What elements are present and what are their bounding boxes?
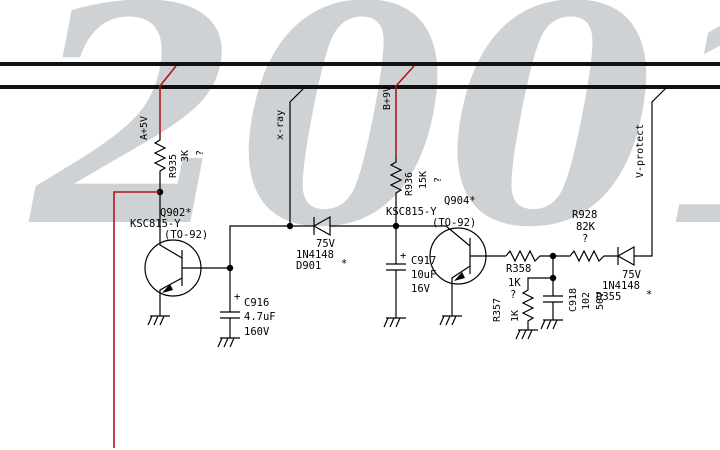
svg-text:+: + xyxy=(234,291,240,303)
svg-text:+: + xyxy=(400,250,406,262)
r935-labels: R935 3K ? xyxy=(168,150,206,178)
diode-d901 xyxy=(290,215,396,237)
svg-text:(TO-92): (TO-92) xyxy=(164,229,208,241)
net-label-vprotect: V-protect xyxy=(635,124,646,178)
svg-text:R357: R357 xyxy=(492,298,503,322)
svg-text:D901: D901 xyxy=(296,260,321,272)
svg-text:75V: 75V xyxy=(316,238,336,250)
svg-text:D355: D355 xyxy=(596,291,621,303)
svg-text:?: ? xyxy=(195,150,206,156)
svg-text:10uF: 10uF xyxy=(411,269,436,281)
transistor-q902 xyxy=(144,192,230,326)
r936-labels: R936 15K ? xyxy=(404,171,444,196)
svg-text:*: * xyxy=(646,289,652,301)
r357-labels: R357 1K xyxy=(492,298,521,322)
diode-d355 xyxy=(616,87,667,267)
svg-text:?: ? xyxy=(582,233,588,245)
svg-text:4.7uF: 4.7uF xyxy=(244,311,276,323)
svg-text:*: * xyxy=(341,258,347,270)
svg-text:1N4148: 1N4148 xyxy=(602,280,640,292)
capacitor-c918 xyxy=(540,278,563,330)
svg-text:1K: 1K xyxy=(510,310,521,322)
svg-text:75V: 75V xyxy=(622,269,642,281)
q902-labels: Q902* KSC815-Y (TO-92) xyxy=(130,207,208,241)
xray-net: x-ray xyxy=(275,87,305,226)
c916-labels: C916 4.7uF 160V xyxy=(244,297,276,338)
net-label-a5v: A+5V xyxy=(139,116,150,140)
a5v-net: A+5V xyxy=(139,65,177,192)
capacitor-c917: + xyxy=(383,226,406,328)
svg-text:R928: R928 xyxy=(572,209,597,221)
svg-text:82K: 82K xyxy=(576,221,596,233)
svg-text:(TO-92): (TO-92) xyxy=(432,217,476,229)
svg-text:KSC815-Y: KSC815-Y xyxy=(386,206,437,218)
b9v-net: B+9V xyxy=(382,65,415,226)
svg-text:Q904*: Q904* xyxy=(444,195,476,207)
d901-labels: 75V 1N4148 D901 * xyxy=(296,238,347,272)
svg-text:C918: C918 xyxy=(568,288,579,312)
r928-labels: R928 82K ? xyxy=(572,209,597,245)
svg-text:160V: 160V xyxy=(244,326,270,338)
svg-text:50V: 50V xyxy=(595,292,606,310)
svg-text:Q902*: Q902* xyxy=(160,207,192,219)
svg-text:1K: 1K xyxy=(508,277,521,289)
svg-text:R936: R936 xyxy=(404,172,415,196)
capacitor-c916: + xyxy=(217,268,240,348)
c918-labels: C918 102 50V xyxy=(568,288,606,312)
watermark-text: 2001 xyxy=(25,0,720,293)
svg-text:C917: C917 xyxy=(411,255,436,267)
transistor-q904 xyxy=(396,225,506,326)
svg-text:?: ? xyxy=(433,177,444,183)
svg-text:R935: R935 xyxy=(168,154,179,178)
resistor-r358 xyxy=(505,249,553,263)
net-label-xray: x-ray xyxy=(275,110,286,140)
svg-text:3K: 3K xyxy=(180,150,191,162)
resistor-r357 xyxy=(515,277,553,340)
svg-text:15K: 15K xyxy=(418,171,429,189)
svg-text:R358: R358 xyxy=(506,263,531,275)
r358-labels: R358 1K ? xyxy=(506,263,531,301)
wire-q902-base xyxy=(229,225,290,268)
q904-labels: Q904* KSC815-Y (TO-92) xyxy=(386,195,476,229)
svg-text:102: 102 xyxy=(581,292,592,310)
red-feed-wire xyxy=(113,191,160,448)
svg-text:C916: C916 xyxy=(244,297,269,309)
net-label-b9v: B+9V xyxy=(382,86,393,110)
d355-labels: 75V 1N4148 D355 * xyxy=(596,269,652,303)
svg-text:16V: 16V xyxy=(411,283,431,295)
svg-text:KSC815-Y: KSC815-Y xyxy=(130,218,181,230)
resistor-r928 xyxy=(553,249,618,263)
svg-text:?: ? xyxy=(510,289,516,301)
svg-text:1N4148: 1N4148 xyxy=(296,249,334,261)
